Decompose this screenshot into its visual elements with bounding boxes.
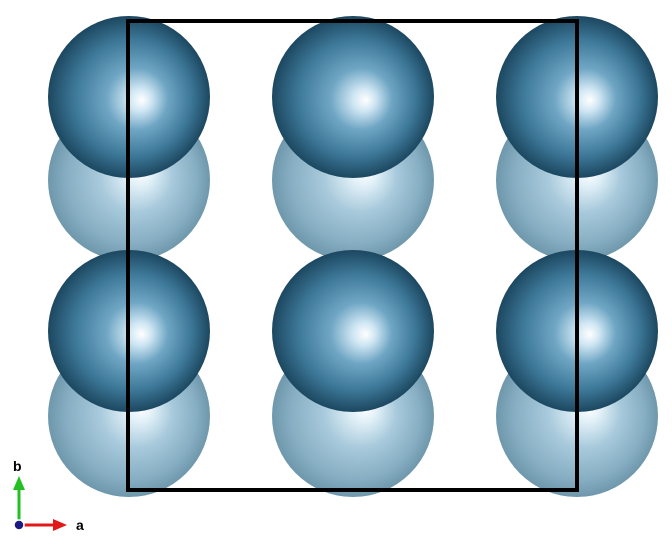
unit-cell-outline bbox=[126, 19, 579, 492]
atom-front-0-1 bbox=[272, 16, 434, 178]
b-axis-arrowhead bbox=[13, 476, 25, 490]
c-axis-origin-dot bbox=[13, 519, 25, 531]
axes-indicator: b a bbox=[13, 458, 84, 533]
a-axis-label: a bbox=[76, 517, 84, 533]
b-axis-label: b bbox=[13, 458, 22, 474]
atom-front-1-1 bbox=[272, 250, 434, 412]
a-axis-arrowhead bbox=[53, 519, 67, 531]
